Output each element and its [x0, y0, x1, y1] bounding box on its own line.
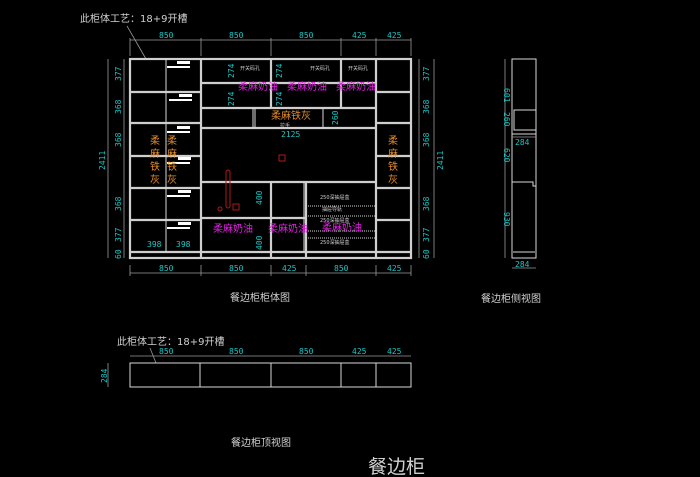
svg-text:850: 850: [334, 264, 349, 273]
svg-text:368: 368: [114, 99, 123, 114]
label-milk-4: 柔麻奶油: [213, 222, 253, 235]
svg-text:850: 850: [229, 347, 244, 356]
svg-text:601: 601: [502, 88, 511, 103]
drawer-box-2: 250深抽屉盒: [320, 217, 350, 224]
left-height-dimensions: 377 368 368 368 377 60 2411: [98, 59, 125, 259]
svg-text:377: 377: [114, 66, 123, 81]
dim-door-2: 398: [176, 240, 191, 249]
svg-text:930: 930: [502, 212, 511, 227]
svg-text:柔: 柔: [388, 135, 398, 147]
dim-door-1: 398: [147, 240, 162, 249]
hole-label-1: 开关码孔: [240, 65, 260, 72]
dim-top-2: 850: [229, 31, 244, 40]
top-process-note: 此柜体工艺：18+9开槽: [117, 335, 224, 348]
label-milk-5: 柔麻奶油: [268, 222, 308, 235]
svg-text:60: 60: [422, 249, 431, 259]
handle-label: 拉手: [280, 122, 290, 129]
svg-text:铁: 铁: [167, 160, 177, 173]
note-leader: [126, 25, 147, 60]
svg-text:368: 368: [422, 99, 431, 114]
svg-text:2411: 2411: [98, 151, 107, 170]
svg-text:柔: 柔: [167, 135, 177, 147]
svg-text:425: 425: [282, 264, 297, 273]
label-grey-vertical-3: 柔 麻 铁 灰: [388, 135, 398, 186]
dim-top-5: 425: [387, 31, 402, 40]
svg-text:284: 284: [515, 138, 530, 147]
front-labels: 柔麻奶油 柔麻奶油 柔麻奶油 开关码孔 开关码孔 开关码孔 柔麻铁灰 拉手 柔 …: [147, 63, 398, 250]
svg-text:麻: 麻: [150, 147, 160, 160]
dim-lower-1: 400: [255, 190, 264, 205]
dim-inner-width: 2125: [281, 130, 300, 139]
dim-top-3: 850: [299, 31, 314, 40]
hole-label-2: 开关码孔: [310, 65, 330, 72]
svg-text:368: 368: [422, 132, 431, 147]
svg-text:425: 425: [387, 347, 402, 356]
svg-text:铁: 铁: [150, 160, 160, 173]
top-view-title: 餐边柜顶视图: [231, 436, 291, 449]
cabinet-front: [128, 57, 413, 260]
label-milk-2: 柔麻奶油: [287, 80, 327, 93]
drawer-box-1: 250深抽屉盒: [320, 194, 350, 201]
label-grey-drawer: 柔麻铁灰: [271, 109, 311, 122]
dim-box-2: 274: [227, 91, 236, 106]
dim-top-4: 425: [352, 31, 367, 40]
svg-text:铁: 铁: [388, 160, 398, 173]
svg-text:柔: 柔: [150, 135, 160, 147]
svg-text:麻: 麻: [388, 147, 398, 160]
svg-text:2411: 2411: [436, 151, 445, 170]
svg-text:377: 377: [422, 66, 431, 81]
label-milk-3: 柔麻奶油: [336, 80, 376, 93]
main-title: 餐边柜: [368, 456, 425, 477]
right-height-dimensions: 377 368 368 368 377 60 2411: [418, 59, 445, 259]
label-grey-vertical-2: 柔 麻 铁 灰: [167, 135, 177, 186]
top-view: 此柜体工艺：18+9开槽 850 850 850 425 425 284: [100, 335, 412, 388]
svg-text:850: 850: [159, 347, 174, 356]
drawer-box-3: 250深抽屉盒: [320, 239, 350, 246]
svg-text:377: 377: [422, 227, 431, 242]
svg-text:368: 368: [114, 196, 123, 211]
label-grey-vertical-1: 柔 麻 铁 灰: [150, 135, 160, 186]
svg-text:灰: 灰: [150, 173, 160, 186]
dim-top-1: 850: [159, 31, 174, 40]
side-view-title: 餐边柜侧视图: [481, 292, 541, 305]
label-milk-1: 柔麻奶油: [238, 80, 278, 93]
svg-text:377: 377: [114, 227, 123, 242]
svg-text:368: 368: [422, 196, 431, 211]
svg-text:850: 850: [299, 347, 314, 356]
front-view-title: 餐边柜柜体图: [230, 291, 290, 304]
svg-text:284: 284: [515, 260, 530, 269]
svg-text:425: 425: [352, 347, 367, 356]
side-view: 601 260 620 930 284 284: [502, 58, 537, 269]
hole-label-3: 开关码孔: [348, 65, 368, 72]
top-dimensions: 850 850 850 425 425: [129, 31, 412, 56]
rail-label: 抽屉导轨: [322, 206, 342, 213]
svg-text:425: 425: [387, 264, 402, 273]
bottom-dimensions: 850 850 425 850 425: [129, 264, 412, 276]
svg-text:850: 850: [229, 264, 244, 273]
svg-text:284: 284: [100, 368, 109, 383]
dim-box-3: 274: [275, 63, 284, 78]
svg-text:620: 620: [502, 148, 511, 163]
process-note: 此柜体工艺：18+9开槽: [80, 12, 187, 25]
dim-box-1: 274: [227, 63, 236, 78]
dim-drawer: 260: [331, 110, 340, 125]
dim-box-4: 274: [275, 91, 284, 106]
svg-text:麻: 麻: [167, 147, 177, 160]
svg-text:60: 60: [114, 249, 123, 259]
svg-text:灰: 灰: [167, 173, 177, 186]
svg-text:368: 368: [114, 132, 123, 147]
label-milk-6: 柔麻奶油: [322, 221, 362, 234]
svg-text:260: 260: [502, 112, 511, 127]
svg-text:灰: 灰: [388, 173, 398, 186]
svg-text:850: 850: [159, 264, 174, 273]
dim-lower-2: 400: [255, 235, 264, 250]
